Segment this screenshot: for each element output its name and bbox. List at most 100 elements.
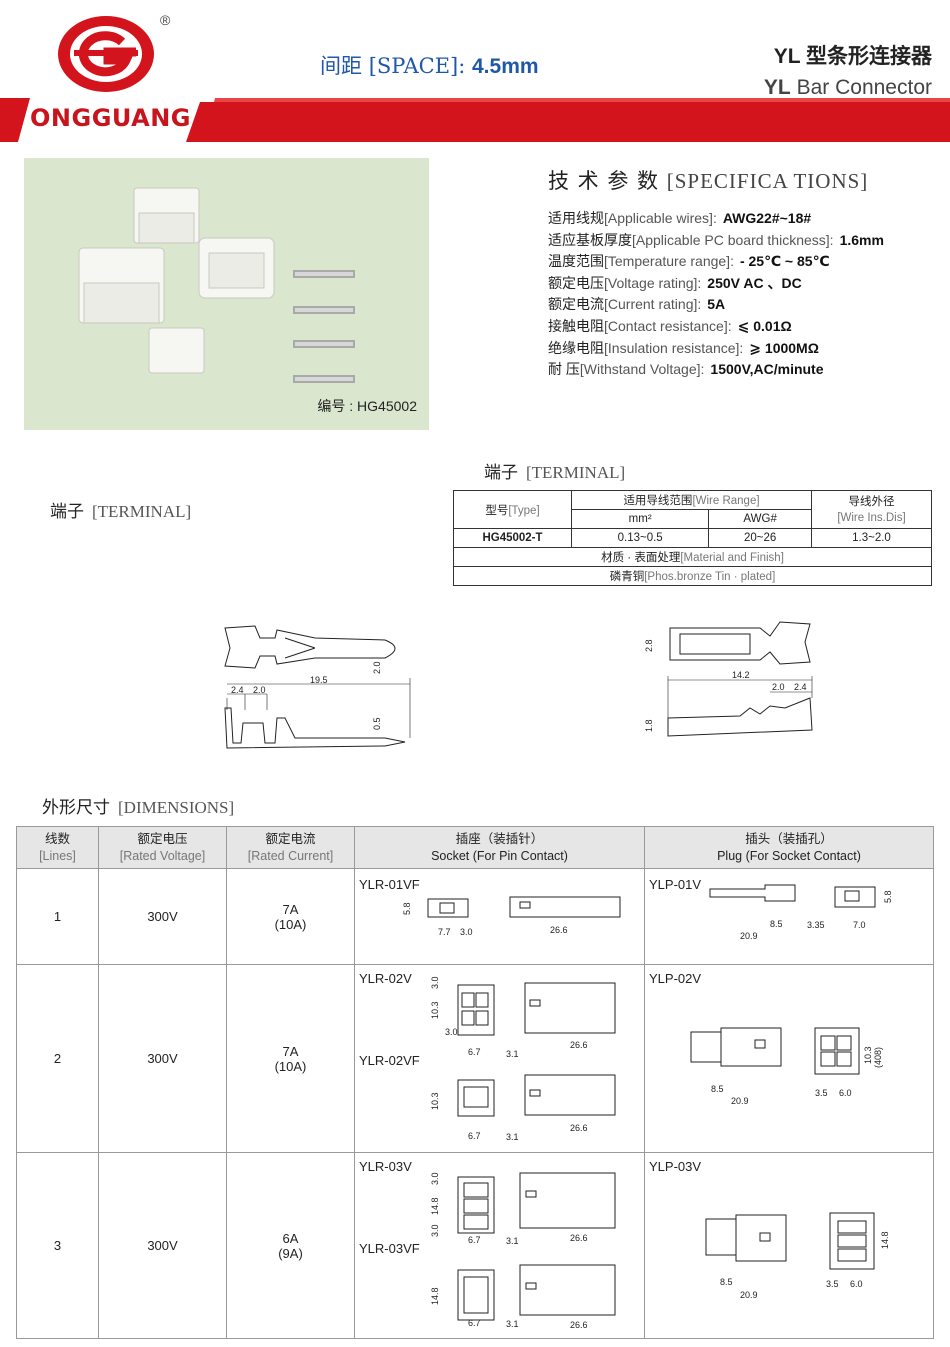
dim-row-3: 3 300V 6A(9A) YLR-03V YLR-03VF 3.0 14.8 … [16, 1152, 934, 1339]
dim-value: 3.1 [506, 1319, 519, 1329]
terminal-head-cn: 端子 [484, 463, 518, 482]
th-range-en: [Wire Range] [692, 495, 760, 507]
spec-label-en: [Insulation resistance]: [604, 339, 744, 356]
th-volt-cn: 额定电压 [137, 831, 188, 846]
th-plug-en: Plug (For Socket Contact) [717, 848, 861, 863]
pin-dim-thickness: 0.5 [372, 717, 382, 730]
cell-current-a: 7A [282, 901, 299, 917]
spec-label-en: [Applicable PC board thickness]: [632, 231, 834, 248]
th-type-cn: 型号 [485, 504, 509, 517]
dim-value: 6.7 [468, 1047, 481, 1057]
socket-model: YLR-02V [359, 971, 412, 986]
header-red-band [0, 98, 950, 142]
socket-model: YLR-02VF [359, 1053, 420, 1068]
spec-label-cn: 额定电压 [548, 274, 604, 291]
spec-label-cn: 耐 压 [548, 361, 580, 378]
socket-dim-height: 2.8 [644, 639, 654, 652]
socket-dim-b: 2.4 [794, 682, 807, 692]
th-voltage: 额定电压 [Rated Voltage] [98, 826, 227, 869]
dim-value: 20.9 [731, 1096, 749, 1106]
socket-dim-a: 2.0 [772, 682, 785, 692]
spec-title-cn: 技 术 参 数 [548, 169, 660, 193]
spec-row: 适应基板厚度[Applicable PC board thickness]:1.… [548, 230, 884, 250]
cell-current: 7A(10A) [226, 964, 355, 1153]
dim-value: 26.6 [570, 1320, 588, 1330]
dim-value: 6.7 [468, 1318, 481, 1328]
spacing-value: 4.5mm [472, 55, 539, 78]
dim-value: 20.9 [740, 931, 758, 941]
connector-photo-illustration [78, 187, 355, 383]
spec-row: 耐 压[Withstand Voltage]:1500V,AC/minute [548, 359, 824, 379]
mat-cn: 材质 · 表面处理 [601, 552, 681, 564]
cell-plug-1: YLP-01V 8.5 20.9 3.35 7.0 5.8 [644, 868, 934, 965]
dim-value: 8.5 [720, 1277, 733, 1287]
cell-socket-3: YLR-03V YLR-03VF 3.0 14.8 3.0 6.7 3.1 26… [354, 1152, 645, 1339]
cell-awg: 20~26 [708, 528, 812, 548]
dim-value: 3.0 [430, 1224, 440, 1237]
socket-1-drawing: 5.8 7.7 3.0 26.6 [402, 896, 621, 937]
plug-3-drawing: 8.5 20.9 3.5 6.0 14.8 [705, 1212, 890, 1300]
cell-dis: 1.3~2.0 [811, 528, 932, 548]
th-mm2: mm² [570, 509, 710, 529]
spec-row: 额定电流[Current rating]:5A [548, 294, 725, 314]
pin-terminal-drawing: 19.5 2.4 2.0 2.0 0.5 [224, 625, 411, 749]
dim-value: 26.6 [570, 1233, 588, 1243]
socket-model: YLR-03V [359, 1159, 412, 1174]
cell-current-a: 7A [282, 1043, 299, 1059]
terminal-table: 型号[Type] 适用导线范围[Wire Range] 导线外径[Wire In… [453, 490, 932, 586]
th-lines-cn: 线数 [44, 831, 70, 846]
th-plug: 插头（装插孔）Plug (For Socket Contact) [644, 826, 934, 869]
th-dis-cn: 导线外径 [848, 495, 895, 508]
terminal-heading-right: 端子 [TERMINAL] [484, 458, 625, 483]
company-logo [58, 16, 154, 92]
cell-lines: 3 [16, 1152, 99, 1339]
dim-value: 10.3 [430, 1092, 440, 1110]
spec-label-cn: 绝缘电阻 [548, 339, 604, 356]
specifications-title: 技 术 参 数 [SPECIFICA TIONS] [548, 165, 868, 195]
pin-dim-length: 19.5 [310, 675, 328, 685]
spec-value: 5A [707, 296, 726, 313]
dim-value: 6.0 [850, 1279, 863, 1289]
cell-socket-2: YLR-02V YLR-02VF 3.0 10.3 3.0 6.7 3.1 26… [354, 964, 645, 1153]
page-title-en: YL Bar Connector [764, 76, 932, 100]
socket-model: YLR-01VF [359, 877, 420, 892]
dim-value: 10.3 [430, 1001, 440, 1019]
dim-value: 20.9 [740, 1290, 758, 1300]
dimensions-head-en: [DIMENSIONS] [118, 798, 235, 817]
dim-value: 3.5 [826, 1279, 839, 1289]
cell-current-b: (9A) [278, 1245, 303, 1261]
dim-value: 6.0 [839, 1088, 852, 1098]
mat-val-cn: 磷青铜 [609, 571, 645, 583]
th-current: 额定电流[Rated Current] [226, 826, 355, 869]
th-socket-en: Socket (For Pin Contact) [431, 848, 568, 863]
dim-value: 3.0 [460, 927, 473, 937]
cell-socket-1: YLR-01VF 5.8 7.7 3.0 26.6 [354, 868, 645, 965]
dimensions-table: 线数[Lines] 额定电压[Rated Voltage] 额定电流[Rated… [16, 826, 934, 1339]
socket-dim-thickness: 1.8 [644, 719, 654, 732]
cell-plug-2: YLP-02V 8.5 20.9 3.5 6.0 10.3 (408) [644, 964, 934, 1153]
spec-label-en: [Voltage rating]: [604, 274, 702, 291]
spec-row: 绝缘电阻[Insulation resistance]:⩾ 1000MΩ [548, 338, 819, 358]
dim-value: 7.0 [853, 920, 866, 930]
dim-value: 10.3 [863, 1046, 873, 1064]
spec-title-en: [SPECIFICA TIONS] [666, 169, 869, 193]
cell-plug-3: YLP-03V 8.5 20.9 3.5 6.0 14.8 [644, 1152, 934, 1339]
dimensions-heading: 外形尺寸[DIMENSIONS] [42, 793, 234, 818]
dim-header-row: 线数[Lines] 额定电压[Rated Voltage] 额定电流[Rated… [16, 826, 934, 869]
th-volt-en: [Rated Voltage] [119, 848, 206, 863]
cell-current: 7A(10A) [226, 868, 355, 965]
dim-value: 5.8 [883, 890, 893, 903]
terminal-head-en: [TERMINAL] [526, 463, 626, 482]
cell-mm2: 0.13~0.5 [570, 528, 710, 548]
spec-label-cn: 接触电阻 [548, 318, 604, 334]
dim-row-1: 1 300V 7A(10A) YLR-01VF 5.8 7.7 3.0 26.6… [16, 868, 934, 965]
brand-name: ONGGUANG [30, 104, 191, 132]
spec-row: 接触电阻[Contact resistance]:⩽ 0.01Ω [548, 316, 792, 336]
dim-row-2: 2 300V 7A(10A) YLR-02V YLR-02VF 3.0 10.3… [16, 964, 934, 1153]
th-awg: AWG# [708, 509, 812, 529]
spec-label-en: [Current rating]: [604, 296, 702, 313]
cell-current-b: (10A) [274, 916, 307, 932]
th-wire-dis: 导线外径[Wire Ins.Dis] [811, 490, 932, 529]
spec-label-cn: 适用线规 [548, 210, 604, 226]
dim-value: 3.1 [506, 1236, 519, 1246]
